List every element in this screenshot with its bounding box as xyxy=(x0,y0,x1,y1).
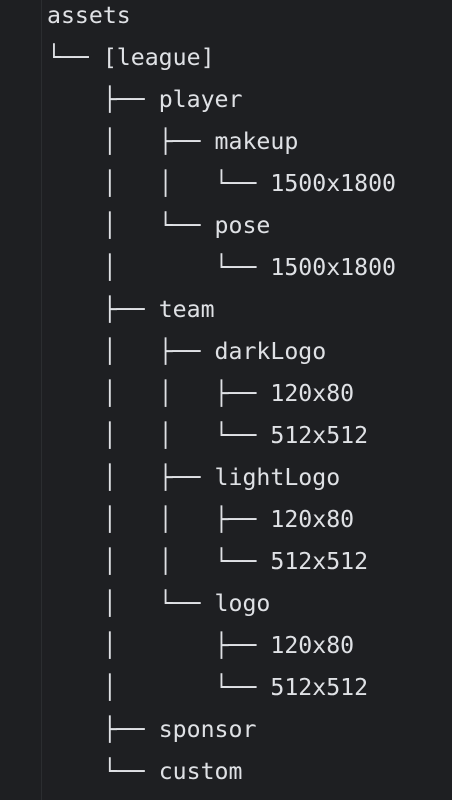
tree-line: │ ├── 120x80 xyxy=(47,630,396,672)
tree-guides: │ └── xyxy=(47,590,215,617)
tree-guides: │ └── xyxy=(47,674,271,701)
tree-node-name: team xyxy=(158,296,215,323)
tree-line: │ │ └── 512x512 xyxy=(47,420,396,462)
tree-guides: ├── xyxy=(47,296,159,323)
tree-node-name: 512x512 xyxy=(270,422,369,449)
tree-guides: │ └── xyxy=(47,212,215,239)
tree-node-name: 120x80 xyxy=(270,632,355,659)
tree-line: │ ├── lightLogo xyxy=(47,462,396,504)
tree-node-name: 1500x1800 xyxy=(270,254,397,281)
tree-guides: │ │ ├── xyxy=(47,380,271,407)
tree-guides: │ │ ├── xyxy=(47,506,271,533)
tree-node-name: lightLogo xyxy=(214,464,341,491)
tree-guides: └── xyxy=(47,44,103,71)
tree-guides: │ └── xyxy=(47,254,271,281)
tree-line: └── custom xyxy=(47,756,396,798)
tree-line: └── [league] xyxy=(47,42,396,84)
tree-node-name: pose xyxy=(214,212,271,239)
tree-line: │ └── 1500x1800 xyxy=(47,252,396,294)
tree-line: │ │ ├── 120x80 xyxy=(47,504,396,546)
directory-tree: assets └── [league] ├── player │ ├── make… xyxy=(47,0,396,798)
tree-line: │ │ └── 1500x1800 xyxy=(47,168,396,210)
tree-line: assets xyxy=(47,0,396,42)
tree-guides: └── xyxy=(47,758,159,785)
tree-guides: │ │ └── xyxy=(47,422,271,449)
tree-node-name: assets xyxy=(47,2,131,29)
tree-node-name: player xyxy=(158,86,243,113)
tree-node-name: darkLogo xyxy=(214,338,327,365)
tree-guides: │ │ └── xyxy=(47,170,271,197)
tree-guides: │ ├── xyxy=(47,128,215,155)
tree-guides: │ │ └── xyxy=(47,548,271,575)
tree-guides: ├── xyxy=(47,86,159,113)
tree-guides: │ ├── xyxy=(47,338,215,365)
tree-guides: │ ├── xyxy=(47,464,215,491)
tree-line: │ ├── makeup xyxy=(47,126,396,168)
tree-node-name: 120x80 xyxy=(270,380,355,407)
tree-node-name: makeup xyxy=(214,128,299,155)
tree-line: │ └── 512x512 xyxy=(47,672,396,714)
tree-node-name: sponsor xyxy=(158,716,257,743)
tree-line: ├── player xyxy=(47,84,396,126)
tree-guides: ├── xyxy=(47,716,159,743)
tree-guides: │ ├── xyxy=(47,632,271,659)
tree-node-name: 120x80 xyxy=(270,506,355,533)
tree-line: │ └── logo xyxy=(47,588,396,630)
tree-node-name: 512x512 xyxy=(270,548,369,575)
tree-line: ├── team xyxy=(47,294,396,336)
tree-line: │ └── pose xyxy=(47,210,396,252)
gutter-divider xyxy=(41,0,42,800)
tree-node-name: 1500x1800 xyxy=(270,170,397,197)
tree-line: │ ├── darkLogo xyxy=(47,336,396,378)
tree-node-name: custom xyxy=(158,758,243,785)
tree-line: ├── sponsor xyxy=(47,714,396,756)
tree-node-name: logo xyxy=(214,590,271,617)
tree-node-name: [league] xyxy=(102,44,215,71)
tree-node-name: 512x512 xyxy=(270,674,369,701)
tree-line: │ │ └── 512x512 xyxy=(47,546,396,588)
tree-line: │ │ ├── 120x80 xyxy=(47,378,396,420)
